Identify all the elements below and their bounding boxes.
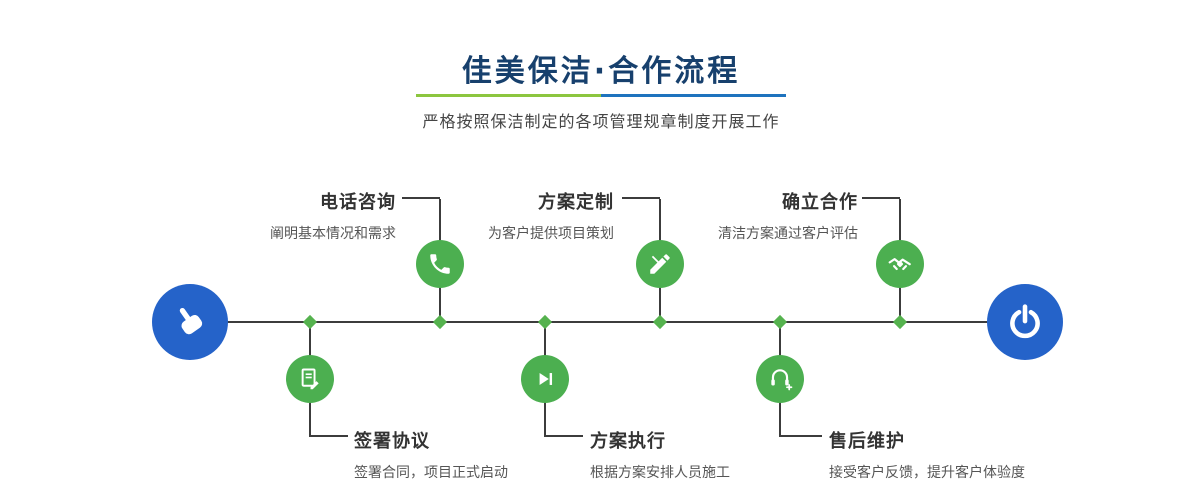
step-label-cooperate: 确立合作 清洁方案通过客户评估	[718, 188, 858, 243]
page-subtitle: 严格按照保洁制定的各项管理规章制度开展工作	[422, 112, 780, 131]
timeline-diamond	[302, 314, 318, 330]
pen-icon	[650, 254, 670, 274]
step-title: 方案执行	[590, 431, 666, 452]
divider-blue-segment	[601, 94, 786, 97]
step-title: 方案定制	[538, 192, 614, 213]
end-node	[987, 284, 1063, 360]
timeline-diamond	[537, 314, 553, 330]
divider-green-segment	[416, 94, 601, 97]
step-desc: 阐明基本情况和需求	[270, 226, 396, 242]
step-desc: 接受客户反馈，提升客户体验度	[829, 465, 1025, 481]
timeline-diamond	[652, 314, 668, 330]
pointer-hand-icon	[179, 307, 203, 335]
step-label-phone: 电话咨询 阐明基本情况和需求	[270, 188, 396, 243]
step-title: 售后维护	[829, 431, 905, 452]
timeline-diamond	[892, 314, 908, 330]
connector-line	[622, 197, 660, 199]
timeline-line	[190, 321, 1025, 323]
page-title: 佳美保洁·合作流程	[461, 54, 741, 89]
step-label-execute: 方案执行 根据方案安排人员施工	[590, 427, 730, 482]
connector-line	[780, 435, 822, 437]
connector-line	[545, 435, 583, 437]
step-title: 确立合作	[782, 192, 858, 213]
power-icon	[1010, 304, 1040, 339]
timeline-diamond	[432, 314, 448, 330]
start-node	[152, 284, 228, 360]
step-node-phone	[416, 240, 464, 288]
step-node-plan	[636, 240, 684, 288]
step-desc: 签署合同，项目正式启动	[354, 465, 508, 481]
step-title: 电话咨询	[320, 192, 396, 213]
phone-icon	[430, 254, 450, 274]
step-label-plan: 方案定制 为客户提供项目策划	[488, 188, 614, 243]
step-desc: 为客户提供项目策划	[488, 226, 614, 242]
step-label-sign: 签署协议 签署合同，项目正式启动	[354, 427, 508, 482]
step-label-aftersales: 售后维护 接受客户反馈，提升客户体验度	[829, 427, 1025, 482]
step-node-aftersales	[756, 355, 804, 403]
handshake-icon	[888, 258, 911, 271]
connector-line	[310, 435, 348, 437]
play-icon	[539, 373, 553, 385]
connector-line	[862, 197, 900, 199]
contract-icon	[301, 368, 319, 390]
step-title: 签署协议	[354, 431, 430, 452]
connector-line	[402, 197, 440, 199]
title-divider	[416, 94, 786, 97]
step-node-sign	[286, 355, 334, 403]
step-node-cooperate	[876, 240, 924, 288]
step-node-execute	[521, 355, 569, 403]
headset-icon	[771, 369, 793, 391]
step-desc: 清洁方案通过客户评估	[718, 226, 858, 242]
timeline-diamond	[772, 314, 788, 330]
step-desc: 根据方案安排人员施工	[590, 465, 730, 481]
